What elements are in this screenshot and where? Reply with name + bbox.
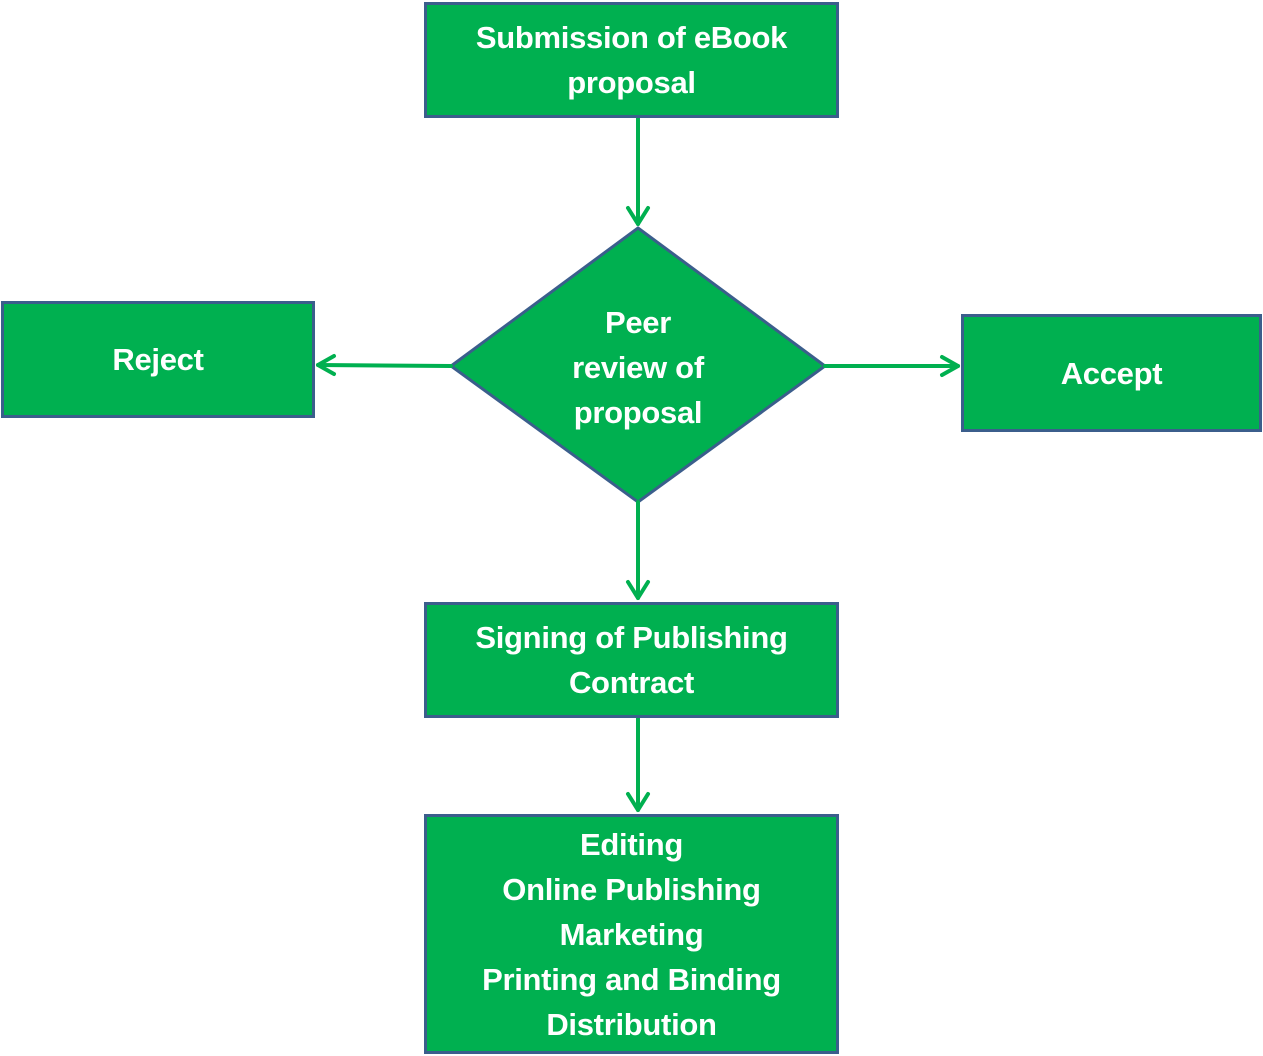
node-label-line: Peer: [604, 305, 672, 340]
node-publishing-tasks[interactable]: Editing Online Publishing Marketing Prin…: [424, 814, 839, 1054]
node-label-line: Distribution: [546, 1006, 717, 1042]
arrow-review-to-reject: [316, 354, 453, 376]
arrow-review-to-accept: [823, 355, 960, 377]
node-label-line: review of: [572, 350, 704, 385]
node-label-line: proposal: [573, 395, 703, 430]
node-signing-of-publishing-contract[interactable]: Signing of Publishing Contract: [424, 602, 839, 718]
node-label-line: Signing of Publishing: [475, 620, 788, 655]
node-reject[interactable]: Reject: [1, 301, 315, 418]
node-label-line: Accept: [1060, 355, 1163, 391]
node-label-line: Submission of eBook: [475, 20, 788, 55]
node-label-line: Reject: [112, 342, 204, 377]
node-label-line: Online Publishing: [502, 871, 761, 907]
arrow-review-to-signing: [626, 500, 650, 600]
node-label-line: proposal: [567, 65, 696, 100]
node-label-line: Contract: [568, 665, 695, 700]
node-peer-review-label: Peer review of proposal: [500, 300, 776, 435]
node-submission-of-ebook-proposal[interactable]: Submission of eBook proposal: [424, 2, 839, 118]
node-label-line: Printing and Binding: [482, 961, 781, 997]
node-label-line: Marketing: [559, 916, 704, 952]
arrow-signing-to-tasks: [626, 716, 650, 812]
arrow-submission-to-review: [626, 116, 650, 226]
node-accept[interactable]: Accept: [961, 314, 1262, 432]
node-label-line: Editing: [580, 826, 683, 862]
